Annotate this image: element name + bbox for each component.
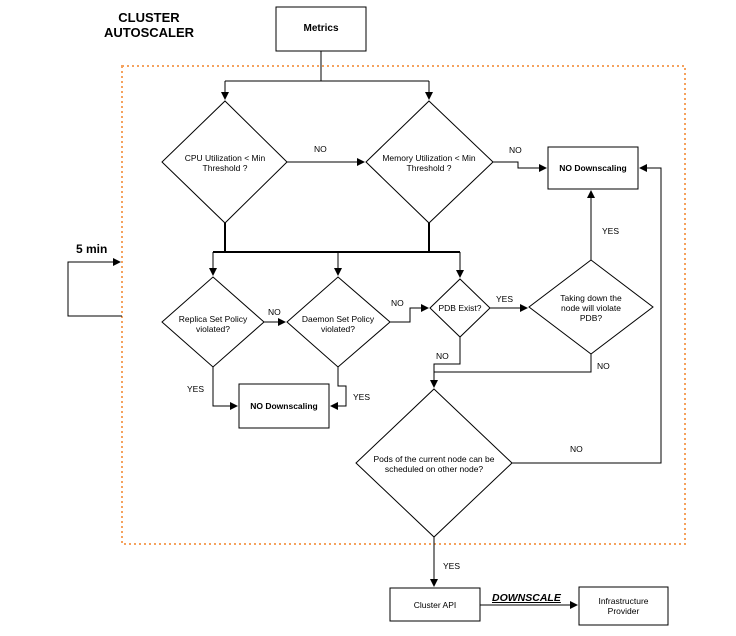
metrics-box <box>275 6 367 52</box>
no-downscaling-mid-box <box>238 383 330 429</box>
edge-label-cpu-no: NO <box>314 144 327 154</box>
loop-connector <box>67 258 122 317</box>
daemon-yes <box>330 367 347 410</box>
pdb-exist-label: PDB Exist? <box>438 303 482 313</box>
infra-box <box>578 586 669 626</box>
memory-to-nods <box>493 161 547 172</box>
diagram-title: CLUSTER AUTOSCALER <box>103 10 195 40</box>
pdb-violate-no <box>434 354 592 373</box>
replica-yes <box>212 367 238 410</box>
pods-no <box>512 164 662 464</box>
pdb-violate-label: Taking down the node will violate PDB? <box>560 293 622 323</box>
metrics-split <box>225 51 429 82</box>
edge-label-pods-yes: YES <box>443 561 461 571</box>
metrics-label: Metrics <box>303 23 339 34</box>
downscale-label: DOWNSCALE <box>492 592 561 604</box>
edge-label-pdb-yes: YES <box>496 294 514 304</box>
no-downscaling-mid-label: NO Downscaling <box>250 401 318 411</box>
no-downscaling-top-box <box>547 146 639 190</box>
decisions-bus <box>213 223 460 253</box>
cluster-api-label: Cluster API <box>413 600 457 610</box>
replica-label: Replica Set Policy violated? <box>178 314 248 334</box>
edge-label-daemon-no: NO <box>391 298 404 308</box>
cpu-label: CPU Utilization < Min Threshold ? <box>184 153 266 173</box>
pdb-exist-no <box>430 337 461 388</box>
edge-label-replica-no: NO <box>268 307 281 317</box>
pods-label: Pods of the current node can be schedule… <box>373 454 495 474</box>
infra-label: Infrastructure Provider <box>598 596 649 616</box>
daemon-label: Daemon Set Policy violated? <box>301 314 375 334</box>
edge-label-memory-no: NO <box>509 145 522 155</box>
daemon-to-pdb <box>390 304 429 323</box>
edge-label-violate-no: NO <box>597 361 610 371</box>
interval-label: 5 min <box>76 242 108 256</box>
edge-label-replica-yes: YES <box>187 384 205 394</box>
edge-label-violate-yes: YES <box>602 226 620 236</box>
no-downscaling-top-label: NO Downscaling <box>559 163 627 173</box>
memory-label: Memory Utilization < Min Threshold ? <box>382 153 476 173</box>
edge-label-daemon-yes: YES <box>353 392 371 402</box>
edge-label-pdb-no: NO <box>436 351 449 361</box>
edge-label-pods-no: NO <box>570 444 583 454</box>
autoscaler-boundary <box>121 65 686 545</box>
